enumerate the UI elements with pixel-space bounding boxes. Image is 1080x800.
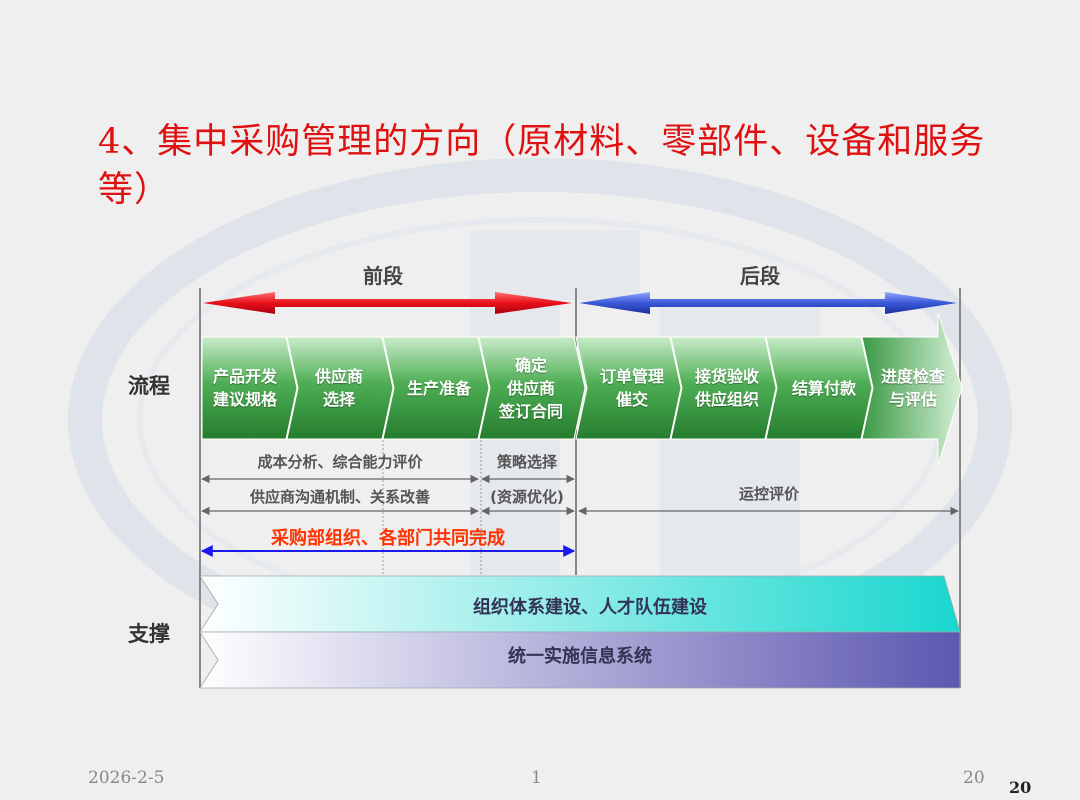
step-label-2: 供应商 选择 xyxy=(314,367,363,409)
chevron-step-4 xyxy=(478,336,586,440)
slide-title: 4、集中采购管理的方向（原材料、零部件、设备和服务等） xyxy=(98,122,986,210)
chevron-step-8-arrow xyxy=(861,312,963,466)
step-label-8: 进度检查 与评估 xyxy=(880,367,945,409)
annotation-control-eval: 运控评价 xyxy=(738,485,799,503)
front-phase-arrow xyxy=(203,292,572,314)
annotation-resource-opt: (资源优化) xyxy=(490,488,564,506)
chevron-step-6 xyxy=(670,336,777,440)
chevron-step-1 xyxy=(201,336,298,440)
support-row-label: 支撑 xyxy=(128,622,170,646)
annotation-strategy: 策略选择 xyxy=(496,453,557,471)
chevron-step-2 xyxy=(286,336,394,440)
footer-right: 20 xyxy=(963,768,985,788)
step-label-6: 接货验收 供应组织 xyxy=(694,367,759,409)
phase-back-label: 后段 xyxy=(740,264,780,288)
info-system-band xyxy=(199,631,961,689)
chevron-step-3 xyxy=(382,336,490,440)
step-label-1: 产品开发 建议规格 xyxy=(212,367,277,409)
annotation-supplier-comm: 供应商沟通机制、关系改善 xyxy=(249,488,430,506)
step-label-4: 确定 供应商 签订合同 xyxy=(498,355,563,421)
annotation-procurement-org: 采购部组织、各部门共同完成 xyxy=(271,528,505,549)
back-phase-arrow xyxy=(579,292,957,314)
org-build-text: 组织体系建设、人才队伍建设 xyxy=(473,597,707,618)
step-label-7: 结算付款 xyxy=(791,378,856,398)
chevron-step-5 xyxy=(575,336,682,440)
phase-front-label: 前段 xyxy=(363,264,403,288)
step-label-5: 订单管理 催交 xyxy=(599,367,664,409)
annotation-cost-analysis: 成本分析、综合能力评价 xyxy=(257,453,423,471)
footer-date: 2026-2-5 xyxy=(88,768,165,788)
process-row-label: 流程 xyxy=(128,374,170,398)
footer-center: 1 xyxy=(531,768,542,788)
page-number: 20 xyxy=(1009,778,1032,797)
chevron-step-7 xyxy=(765,336,873,440)
step-label-3: 生产准备 xyxy=(406,378,471,398)
info-system-text: 统一实施信息系统 xyxy=(508,646,652,667)
